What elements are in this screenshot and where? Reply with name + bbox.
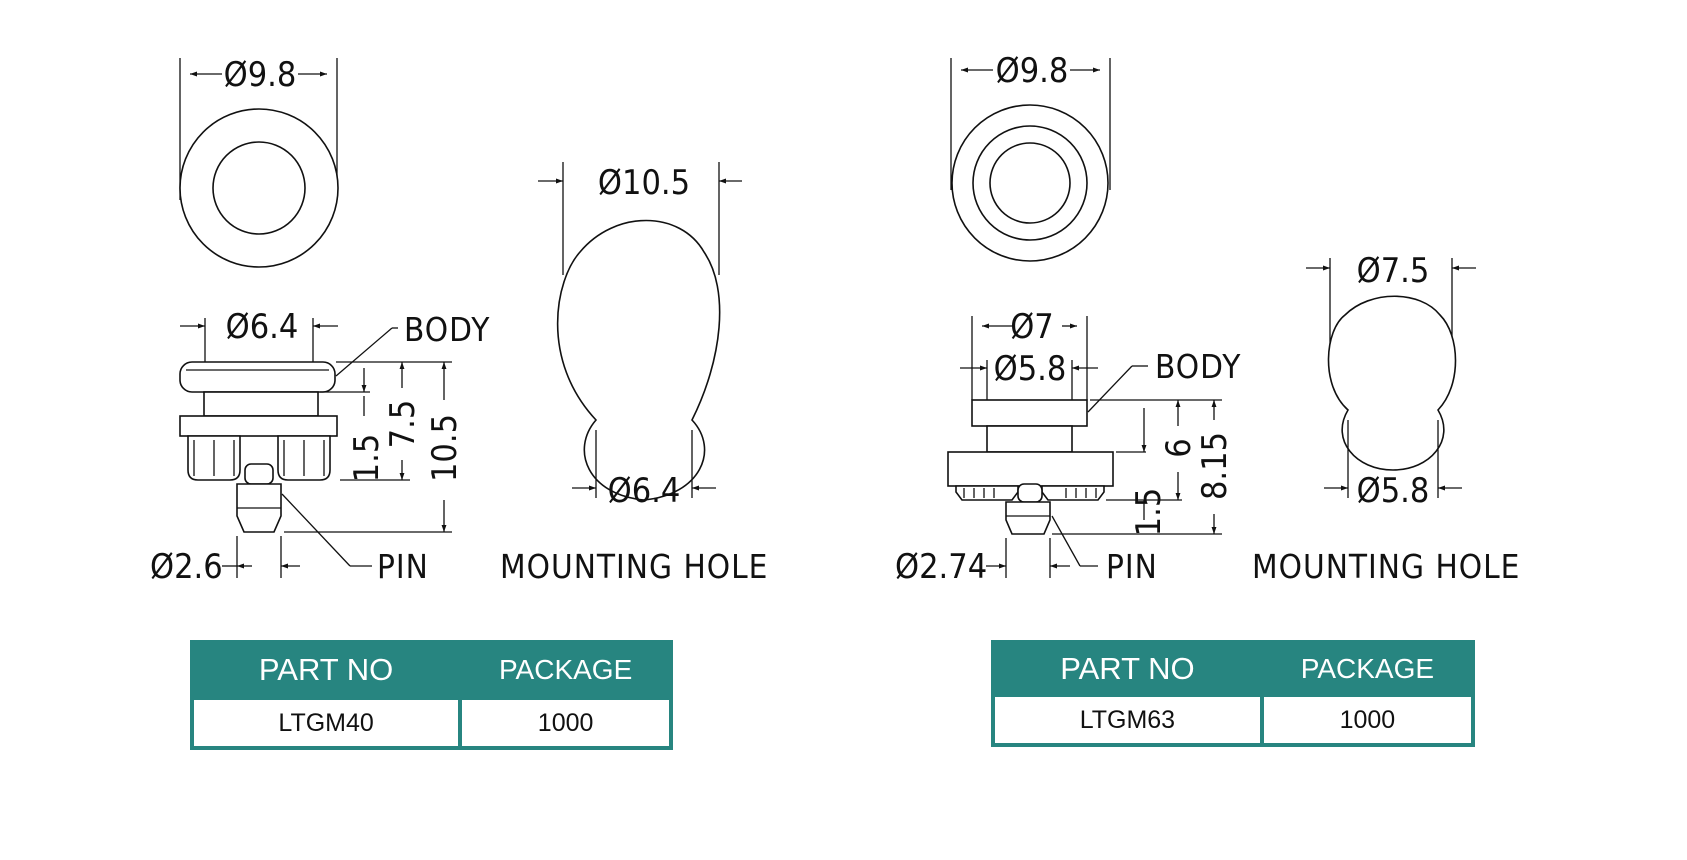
ltgm40-mounting-hole: Ø10.5 Ø6.4 MOUNTING HOLE — [500, 162, 768, 586]
ltgm40-keyhole-shape — [556, 219, 721, 501]
ltgm63-body-label: BODY — [1155, 347, 1241, 386]
package-header: PACKAGE — [1259, 640, 1476, 697]
ltgm40-top-diameter: Ø9.8 — [224, 55, 297, 95]
ltgm40-side-view: Ø6.4 BODY 1.5 7.5 1 — [150, 307, 490, 587]
ltgm40-pin-diameter: Ø2.6 — [150, 547, 223, 587]
ltgm40-hole-top-diameter: Ø10.5 — [598, 163, 690, 203]
ltgm63-hole-bottom-diameter: Ø5.8 — [1357, 471, 1430, 511]
ltgm63-body-diameter: Ø5.8 — [994, 349, 1067, 389]
ltgm40-dim-1-5: 1.5 — [347, 434, 387, 483]
ltgm40-part-table: PART NO PACKAGE LTGM40 1000 — [189, 640, 673, 750]
ltgm63-dim-8-15: 8.15 — [1195, 432, 1235, 500]
ltgm40-dim-10-5: 10.5 — [425, 414, 465, 482]
part-no-header: PART NO — [991, 640, 1264, 697]
ltgm40-body-label: BODY — [404, 310, 490, 349]
ltgm63-side-view: Ø7 Ø5.8 BODY — [895, 307, 1241, 587]
ltgm63-top-view: Ø9.8 — [950, 51, 1111, 262]
ltgm63-dim-1-5: 1.5 — [1129, 488, 1169, 537]
ltgm63-inner-circle — [989, 142, 1071, 224]
table-row: LTGM63 1000 — [991, 693, 1476, 747]
ltgm40-pin-label: PIN — [377, 547, 429, 586]
table-row: LTGM40 1000 — [189, 696, 673, 750]
part-no-cell: LTGM63 — [991, 693, 1264, 747]
part-no-header: PART NO — [189, 640, 463, 700]
ltgm63-top-diameter: Ø9.8 — [996, 51, 1069, 91]
ltgm63-part-table: PART NO PACKAGE LTGM63 1000 — [991, 640, 1476, 747]
part-no-cell: LTGM40 — [189, 696, 463, 750]
package-cell: 1000 — [458, 696, 673, 750]
ltgm40-top-view: Ø9.8 — [179, 55, 339, 268]
table-header-row: PART NO PACKAGE — [991, 640, 1476, 697]
ltgm63-hole-top-diameter: Ø7.5 — [1357, 251, 1430, 291]
ltgm63-pin-label: PIN — [1106, 547, 1158, 586]
ltgm40-mounting-hole-label: MOUNTING HOLE — [500, 547, 768, 586]
package-cell: 1000 — [1259, 693, 1476, 747]
ltgm63-mounting-hole: Ø7.5 Ø5.8 MOUNTING HOLE — [1252, 251, 1520, 586]
ltgm40-body-diameter: Ø6.4 — [226, 307, 299, 347]
ltgm40-dim-7-5: 7.5 — [383, 400, 423, 449]
ltgm63-mounting-hole-label: MOUNTING HOLE — [1252, 547, 1520, 586]
table-header-row: PART NO PACKAGE — [189, 640, 673, 700]
ltgm40-inner-circle — [212, 141, 306, 235]
ltgm63-pin-diameter: Ø2.74 — [895, 547, 987, 587]
ltgm40-hole-bottom-diameter: Ø6.4 — [608, 471, 681, 511]
ltgm63-keyhole-shape — [1327, 295, 1457, 471]
package-header: PACKAGE — [458, 640, 673, 700]
ltgm63-outer-diameter: Ø7 — [1010, 307, 1054, 347]
ltgm63-dim-6: 6 — [1159, 438, 1199, 457]
